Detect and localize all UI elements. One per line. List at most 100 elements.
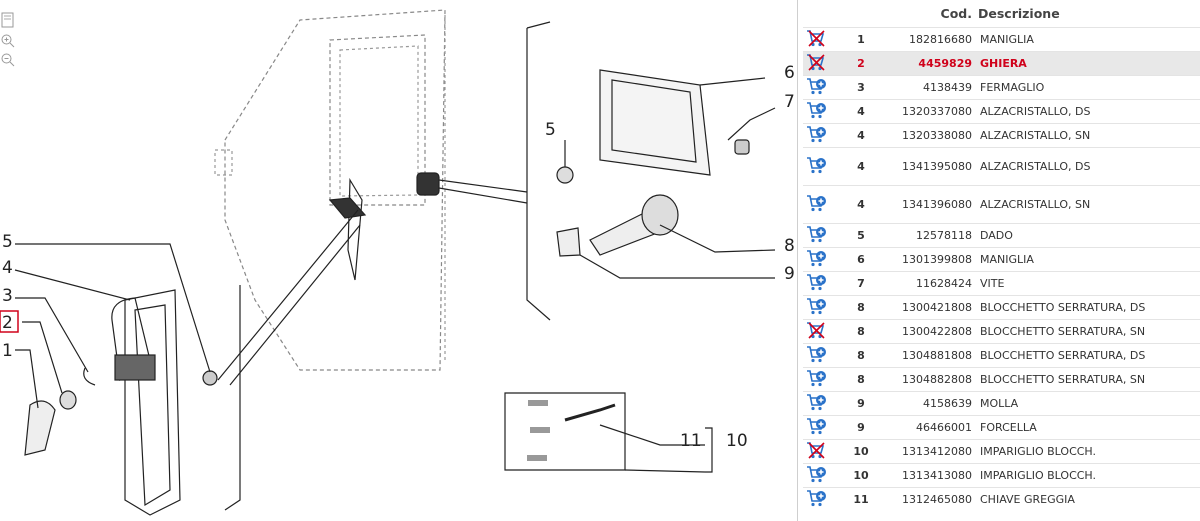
part-code: 4158639 (876, 391, 978, 416)
part-code: 1341396080 (876, 185, 978, 224)
ref-number: 8 (846, 295, 876, 320)
col-description-header: Descrizione (978, 6, 1060, 21)
part-code: 1313412080 (876, 439, 978, 464)
callout-9[interactable]: 9 (784, 264, 795, 284)
cart-add-icon[interactable] (806, 488, 828, 508)
cart-add-icon[interactable] (806, 416, 828, 436)
reset-view-icon[interactable] (0, 12, 16, 28)
part-description: BLOCCHETTO SERRATURA, DS (978, 295, 1200, 320)
callout-3[interactable]: 3 (2, 286, 13, 306)
part-description: IMPARIGLIO BLOCCH. (978, 463, 1200, 488)
cart-add-icon[interactable] (806, 296, 828, 316)
ref-number: 3 (846, 75, 876, 100)
part-code: 11628424 (876, 271, 978, 296)
cart-add-icon[interactable] (806, 76, 828, 96)
callout-2[interactable]: 2 (2, 313, 13, 333)
callout-6[interactable]: 6 (784, 63, 795, 83)
cart-add-icon[interactable] (806, 464, 828, 484)
part-code: 12578118 (876, 223, 978, 248)
ref-number: 2 (846, 51, 876, 76)
part-description: BLOCCHETTO SERRATURA, SN (978, 367, 1200, 392)
part-description: ALZACRISTALLO, SN (978, 185, 1200, 224)
part-description: VITE (978, 271, 1200, 296)
part-code: 1300422808 (876, 319, 978, 344)
cart-add-icon[interactable] (806, 368, 828, 388)
ref-number: 4 (846, 123, 876, 148)
callout-5-left[interactable]: 5 (2, 232, 13, 252)
part-description: BLOCCHETTO SERRATURA, DS (978, 343, 1200, 368)
cart-add-icon[interactable] (806, 124, 828, 144)
part-code: 4138439 (876, 75, 978, 100)
ref-number: 8 (846, 367, 876, 392)
callout-10[interactable]: 10 (726, 431, 748, 451)
callout-8[interactable]: 8 (784, 236, 795, 256)
part-description: ALZACRISTALLO, DS (978, 147, 1200, 186)
part-description: ALZACRISTALLO, SN (978, 123, 1200, 148)
ref-number: 4 (846, 147, 876, 186)
cart-add-icon[interactable] (806, 100, 828, 120)
callout-7[interactable]: 7 (784, 92, 795, 112)
cart-add-icon[interactable] (806, 193, 828, 213)
ref-number: 11 (846, 487, 876, 512)
part-description: FORCELLA (978, 415, 1200, 440)
selected-callout-box (0, 310, 19, 333)
part-description: FERMAGLIO (978, 75, 1200, 100)
ref-number: 7 (846, 271, 876, 296)
part-description: ALZACRISTALLO, DS (978, 99, 1200, 124)
callout-4[interactable]: 4 (2, 258, 13, 278)
part-code: 1320337080 (876, 99, 978, 124)
cart-unavailable-icon[interactable] (806, 28, 828, 48)
cart-unavailable-icon[interactable] (806, 320, 828, 340)
ref-number: 6 (846, 247, 876, 272)
part-code: 1320338080 (876, 123, 978, 148)
part-description: MANIGLIA (978, 27, 1200, 52)
callout-5-right[interactable]: 5 (545, 120, 556, 140)
ref-number: 9 (846, 391, 876, 416)
cart-add-icon[interactable] (806, 248, 828, 268)
part-code: 1300421808 (876, 295, 978, 320)
ref-number: 10 (846, 463, 876, 488)
part-description: GHIERA (978, 51, 1200, 76)
cart-unavailable-icon[interactable] (806, 52, 828, 72)
callout-1[interactable]: 1 (2, 341, 13, 361)
cart-add-icon[interactable] (806, 344, 828, 364)
part-code: 1304881808 (876, 343, 978, 368)
zoom-out-icon[interactable] (0, 52, 16, 68)
part-description: CHIAVE GREGGIA (978, 487, 1200, 512)
cart-add-icon[interactable] (806, 392, 828, 412)
ref-number: 4 (846, 99, 876, 124)
cart-add-icon[interactable] (806, 155, 828, 175)
part-code: 182816680 (876, 27, 978, 52)
ref-number: 1 (846, 27, 876, 52)
cart-unavailable-icon[interactable] (806, 440, 828, 460)
parts-diagram: 1 2 3 4 5 5 6 7 8 9 10 11 (0, 9, 795, 516)
part-description: DADO (978, 223, 1200, 248)
cart-add-icon[interactable] (806, 224, 828, 244)
part-code: 4459829 (876, 51, 978, 76)
callout-11[interactable]: 11 (680, 431, 702, 451)
ref-number: 9 (846, 415, 876, 440)
exploded-diagram-panel: 1 2 3 4 5 5 6 7 8 9 10 11 (0, 0, 798, 521)
cart-add-icon[interactable] (806, 272, 828, 292)
zoom-in-icon[interactable] (0, 33, 16, 49)
